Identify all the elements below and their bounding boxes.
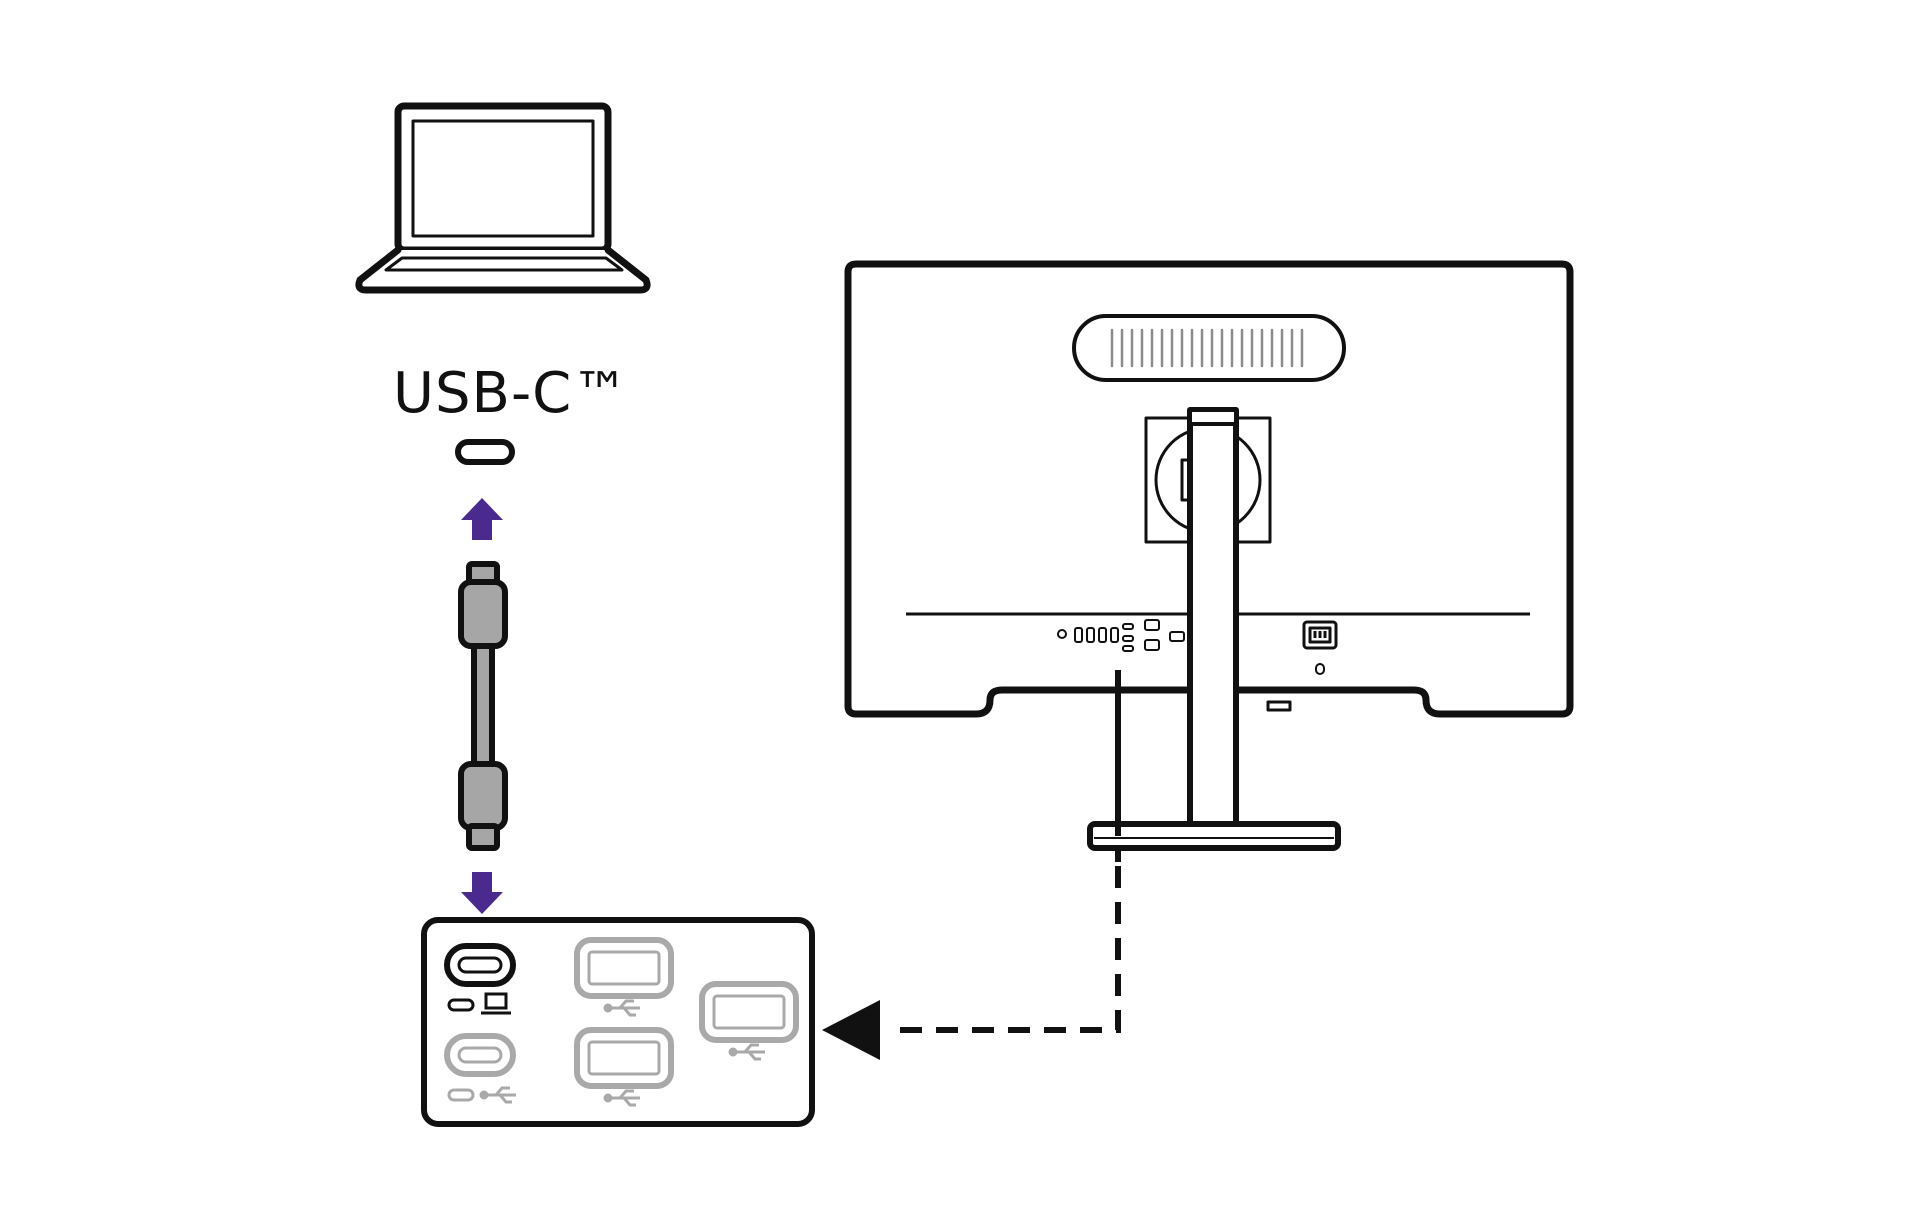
- stand-base: [1087, 821, 1341, 851]
- usb-c-laptop-port: [444, 943, 516, 1015]
- usb-a-port-3: [699, 981, 799, 1061]
- power-socket-icon: [1302, 620, 1338, 675]
- arrow-down-icon: [461, 872, 503, 914]
- vent-slots: [1110, 328, 1304, 368]
- port-panel: [421, 917, 815, 1127]
- usb-icon: [479, 1086, 516, 1104]
- dashed-leader-line: [900, 660, 1121, 1033]
- usb-c-cable-icon: [458, 561, 508, 851]
- arrow-up-icon: [461, 498, 503, 540]
- vent-grille: [1072, 314, 1346, 382]
- usb-icon: [603, 1089, 640, 1107]
- arrow-left-icon: [822, 1000, 880, 1060]
- usb-icon: [728, 1043, 765, 1061]
- usb-c-downstream-port: [444, 1033, 516, 1104]
- usb-a-port-2: [574, 1027, 674, 1107]
- usb-a-port-1: [574, 937, 674, 1017]
- connection-type-label: USB-C™: [393, 361, 629, 426]
- laptop-small-icon: [481, 992, 511, 1015]
- laptop-icon: [355, 102, 651, 294]
- rear-ports: [1057, 619, 1185, 652]
- usb-c-port-icon: [455, 439, 515, 465]
- monitor-rear-icon: [844, 260, 1574, 851]
- usb-icon: [603, 999, 640, 1017]
- stand-neck: [1187, 407, 1239, 831]
